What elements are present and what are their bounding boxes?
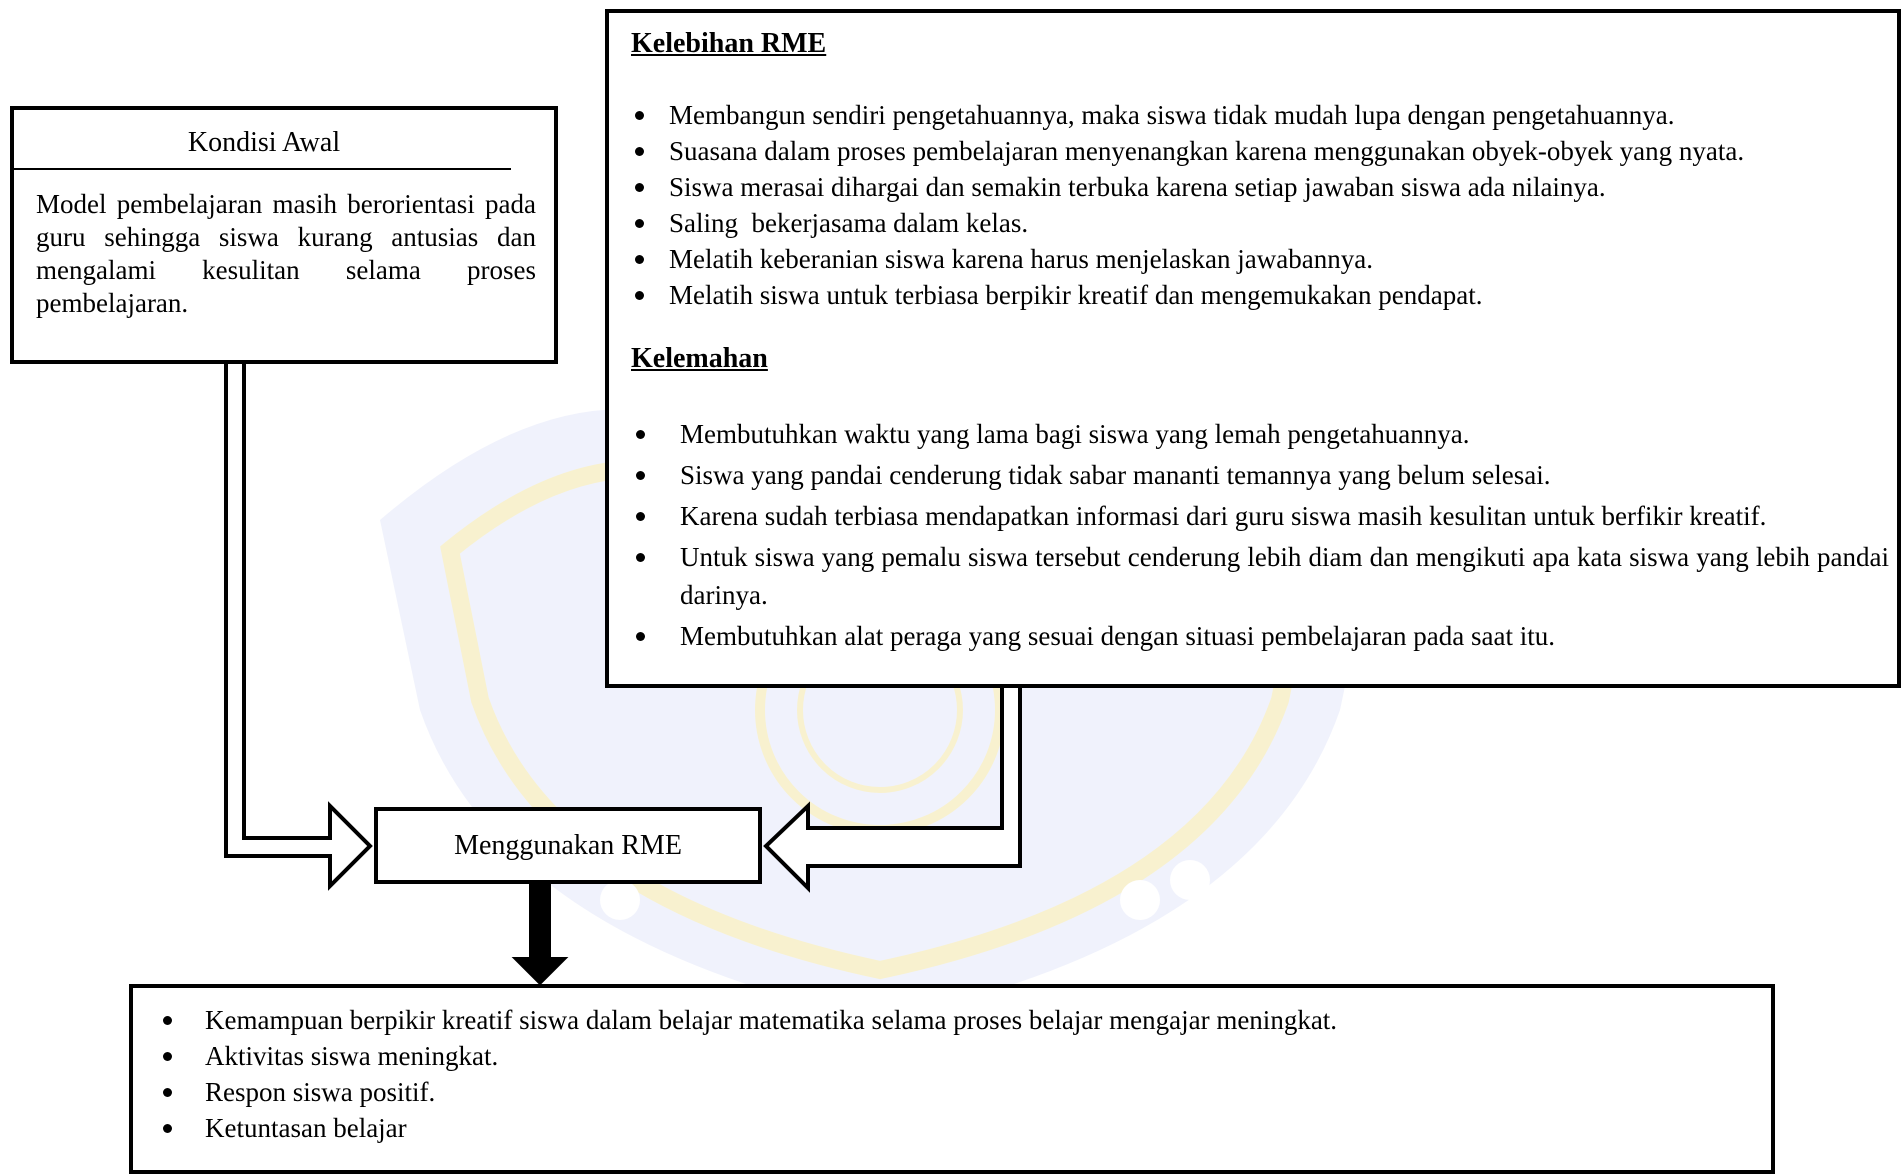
menggunakan-rme-box: Menggunakan RME	[374, 807, 762, 884]
list-item: Membutuhkan waktu yang lama bagi siswa y…	[631, 415, 1889, 453]
list-item: Karena sudah terbiasa mendapatkan inform…	[631, 497, 1889, 535]
bullet-icon	[636, 512, 645, 521]
bullet-icon	[635, 291, 644, 300]
bullet-icon	[636, 553, 645, 562]
hasil-list: Kemampuan berpikir kreatif siswa dalam b…	[159, 1002, 1739, 1146]
list-item: Siswa yang pandai cenderung tidak sabar …	[631, 456, 1889, 494]
kelemahan-list: Membutuhkan waktu yang lama bagi siswa y…	[631, 415, 1889, 658]
list-item: Membutuhkan alat peraga yang sesuai deng…	[631, 617, 1889, 655]
rme-pros-cons-box: Kelebihan RME Membangun sendiri pengetah…	[605, 9, 1901, 688]
list-item: Siswa merasai dihargai dan semakin terbu…	[631, 169, 1871, 205]
kelebihan-list: Membangun sendiri pengetahuannya, maka s…	[631, 97, 1871, 313]
bullet-icon	[635, 147, 644, 156]
list-item: Ketuntasan belajar	[159, 1110, 1739, 1146]
bullet-icon	[163, 1052, 172, 1061]
list-item: Aktivitas siswa meningkat.	[159, 1038, 1739, 1074]
kelebihan-heading: Kelebihan RME	[631, 28, 827, 59]
list-item: Untuk siswa yang pemalu siswa tersebut c…	[631, 538, 1889, 614]
bullet-icon	[635, 219, 644, 228]
kondisi-awal-body: Model pembelajaran masih berorientasi pa…	[36, 189, 536, 318]
list-item: Suasana dalam proses pembelajaran menyen…	[631, 133, 1871, 169]
bullet-icon	[163, 1088, 172, 1097]
arrow-rme-to-center	[763, 684, 1022, 893]
hasil-box: Kemampuan berpikir kreatif siswa dalam b…	[129, 984, 1775, 1174]
bullet-icon	[636, 430, 645, 439]
kondisi-awal-title: Kondisi Awal	[187, 127, 341, 158]
arrow-kondisi-to-center	[224, 362, 372, 883]
menggunakan-rme-label: Menggunakan RME	[454, 829, 682, 861]
list-item: Melatih siswa untuk terbiasa berpikir kr…	[631, 277, 1871, 313]
bullet-icon	[636, 471, 645, 480]
list-item: Melatih keberanian siswa karena harus me…	[631, 241, 1871, 277]
list-item: Kemampuan berpikir kreatif siswa dalam b…	[159, 1002, 1739, 1038]
kondisi-awal-box: Kondisi Awal Model pembelajaran masih be…	[10, 106, 558, 364]
kondisi-awal-divider	[14, 168, 511, 170]
list-item: Respon siswa positif.	[159, 1074, 1739, 1110]
kelemahan-heading: Kelemahan	[631, 343, 768, 374]
bullet-icon	[635, 255, 644, 264]
list-item: Membangun sendiri pengetahuannya, maka s…	[631, 97, 1871, 133]
list-item: Saling bekerjasama dalam kelas.	[631, 205, 1871, 241]
bullet-icon	[163, 1016, 172, 1025]
bullet-icon	[636, 632, 645, 641]
bullet-icon	[635, 111, 644, 120]
bullet-icon	[163, 1124, 172, 1133]
bullet-icon	[635, 183, 644, 192]
arrow-center-to-hasil	[511, 883, 569, 986]
